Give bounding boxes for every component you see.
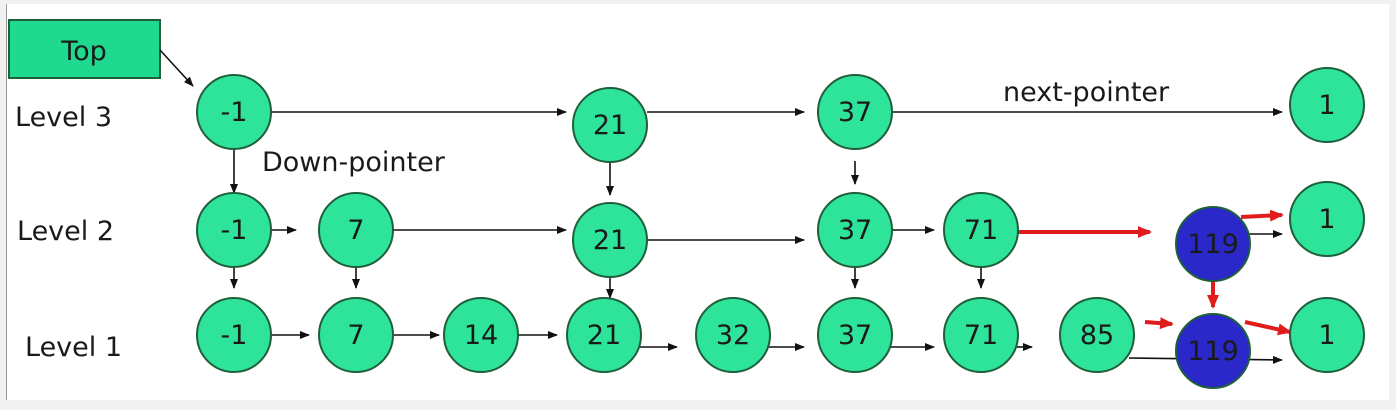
node-circle <box>943 192 1019 268</box>
node-level-3-1: 21 <box>572 87 648 163</box>
node-circle <box>318 192 394 268</box>
node-value: 85 <box>1080 320 1114 351</box>
node-value: 71 <box>964 320 998 351</box>
node-level-1-8: 119 <box>1175 313 1251 389</box>
node-level-1-2: 14 <box>443 297 519 373</box>
node-value: 32 <box>716 320 750 351</box>
node-circle <box>817 74 893 150</box>
level-label-1: Level 1 <box>25 332 122 363</box>
edges-level-2 <box>269 209 1284 244</box>
node-level-1-0: -1 <box>196 297 272 373</box>
down-pointer-label: Down-pointer <box>262 147 446 178</box>
skip-list-diagram: Top Level 3 Level 2 Level 1 next-pointer… <box>6 4 1389 400</box>
top-arrow <box>159 49 194 87</box>
node-circle <box>318 297 394 373</box>
node-level-2-6: 1 <box>1289 181 1365 257</box>
nodes-layer: -1 21 37 1 -1 7 21 37 71 119 1 -1 7 14 21 32 37 71 85 119 1 <box>196 67 1365 389</box>
node-level-1-1: 7 <box>318 297 394 373</box>
edges-level-1 <box>269 317 1292 364</box>
node-value: 119 <box>1187 229 1239 260</box>
level-label-3: Level 3 <box>15 102 112 133</box>
node-value: -1 <box>221 97 248 128</box>
node-circle <box>572 202 648 278</box>
node-level-2-4: 71 <box>943 192 1019 268</box>
node-level-2-0: -1 <box>196 192 272 268</box>
node-circle <box>1059 297 1135 373</box>
node-level-1-5: 37 <box>817 297 893 373</box>
level-label-2: Level 2 <box>17 216 114 247</box>
node-value: 1 <box>1318 90 1335 121</box>
node-level-3-0: -1 <box>196 74 272 150</box>
node-level-3-3: 1 <box>1289 67 1365 143</box>
node-value: 14 <box>464 320 498 351</box>
node-circle <box>196 297 272 373</box>
top-label: Top <box>60 36 107 67</box>
node-level-1-7: 85 <box>1059 297 1135 373</box>
node-value: -1 <box>221 320 248 351</box>
node-level-3-2: 37 <box>817 74 893 150</box>
node-value: 1 <box>1318 204 1335 235</box>
node-value: 7 <box>347 320 364 351</box>
node-circle <box>196 74 272 150</box>
node-level-1-3: 21 <box>566 297 642 373</box>
node-value: 37 <box>838 97 872 128</box>
top-box <box>8 19 161 79</box>
node-circle <box>1289 181 1365 257</box>
node-level-2-5: 119 <box>1175 206 1251 282</box>
node-circle <box>1175 206 1251 282</box>
node-value: 21 <box>587 320 621 351</box>
node-circle <box>1289 297 1365 373</box>
node-circle <box>1289 67 1365 143</box>
next-pointer-label: next-pointer <box>1003 77 1170 108</box>
node-value: 37 <box>838 320 872 351</box>
diagram-canvas: Top Level 3 Level 2 Level 1 next-pointer… <box>8 19 1365 389</box>
node-value: 1 <box>1318 320 1335 351</box>
node-level-1-9: 1 <box>1289 297 1365 373</box>
node-circle <box>943 297 1019 373</box>
node-level-2-3: 37 <box>817 192 893 268</box>
node-circle <box>817 297 893 373</box>
node-level-1-4: 32 <box>695 297 771 373</box>
node-level-2-1: 7 <box>318 192 394 268</box>
node-circle <box>1175 313 1251 389</box>
node-value: 21 <box>593 225 627 256</box>
node-circle <box>695 297 771 373</box>
node-value: 71 <box>964 215 998 246</box>
node-level-1-6: 71 <box>943 297 1019 373</box>
node-value: 21 <box>593 110 627 141</box>
node-level-2-2: 21 <box>572 202 648 278</box>
node-value: 37 <box>838 215 872 246</box>
top-pointer: Top <box>8 19 194 87</box>
node-value: 7 <box>347 215 364 246</box>
node-circle <box>817 192 893 268</box>
node-circle <box>443 297 519 373</box>
down-pointer-edges <box>230 147 1219 309</box>
node-circle <box>566 297 642 373</box>
node-value: -1 <box>221 215 248 246</box>
node-circle <box>196 192 272 268</box>
node-value: 119 <box>1187 336 1239 367</box>
node-circle <box>572 87 648 163</box>
